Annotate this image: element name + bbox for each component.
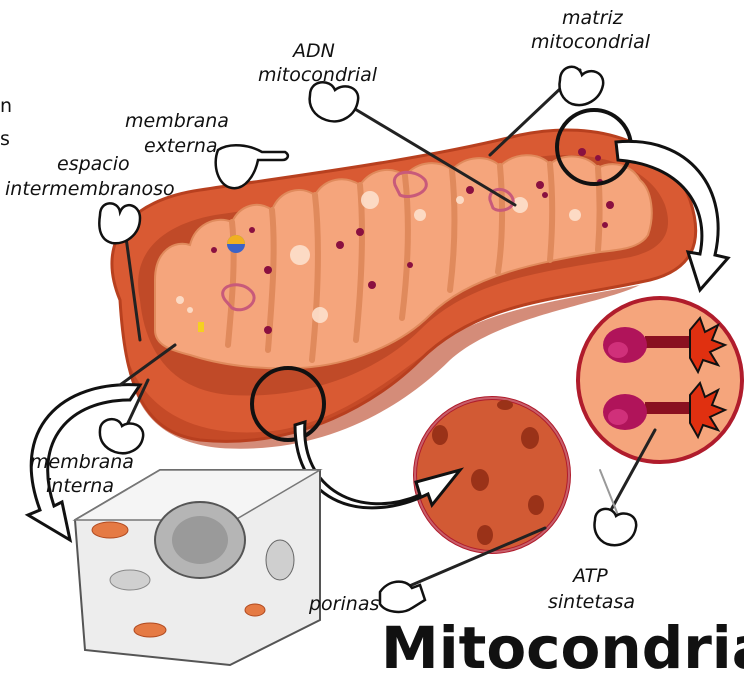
label-matriz-line1: matriz — [562, 7, 624, 29]
cut-text-line1: n — [0, 95, 12, 117]
label-matriz-line2: mitocondrial — [531, 31, 651, 53]
label-membrana-interna-line2: interna — [46, 475, 114, 497]
atp-synthase-zoom — [578, 298, 742, 462]
label-espacio-line1: espacio — [57, 153, 130, 175]
label-adn-line1: ADN — [291, 40, 335, 62]
label-adn-line2: mitocondrial — [258, 64, 378, 86]
label-espacio-line2: intermembranoso — [5, 178, 175, 200]
cell-illustration — [75, 470, 320, 665]
label-atp-line1: ATP — [571, 565, 608, 587]
page-title: Mitocondria — [381, 614, 744, 676]
label-membrana-externa-line1: membrana — [125, 110, 229, 132]
label-atp-line2: sintetasa — [548, 591, 635, 613]
cut-text-line2: s — [0, 128, 10, 150]
label-membrana-interna-line1: membrana — [30, 451, 134, 473]
label-porinas: porinas — [308, 593, 379, 615]
label-membrana-externa-line2: externa — [144, 135, 218, 157]
